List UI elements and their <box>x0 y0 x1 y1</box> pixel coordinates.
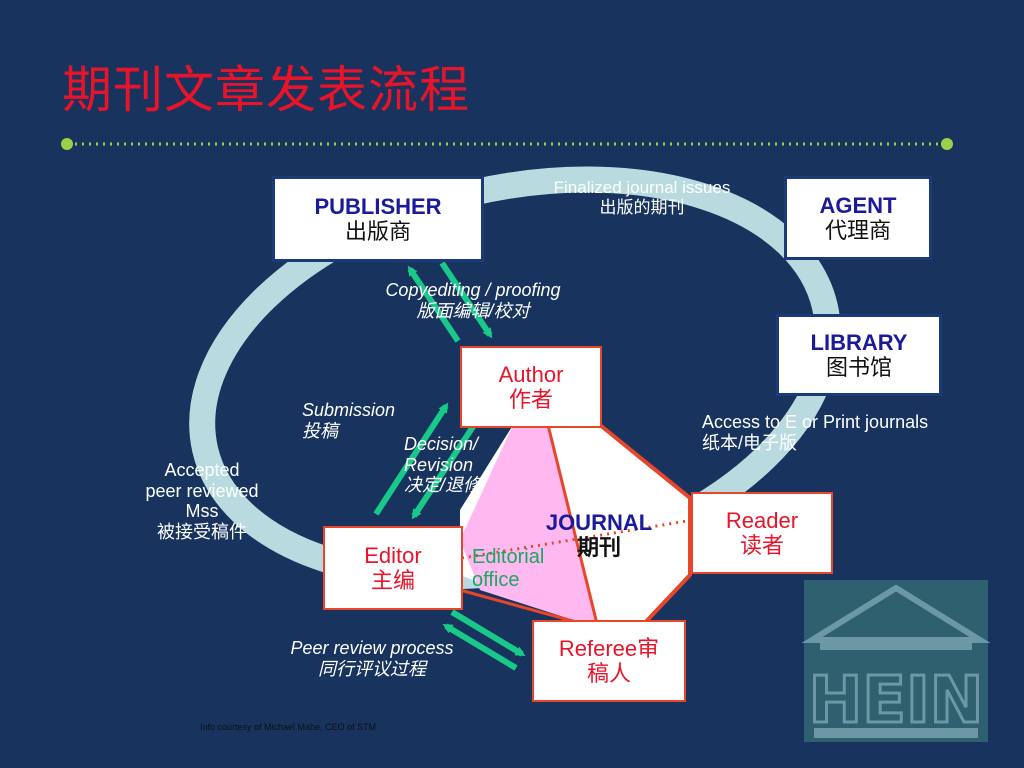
copyediting-label: Copyediting / proofing 版面编辑/校对 <box>358 280 588 321</box>
logo-base <box>814 728 978 738</box>
arrow-to-author-top <box>439 261 493 339</box>
logo-background <box>804 580 988 742</box>
footer-credit: Info courtesy of Michael Mabe, CEO of ST… <box>200 722 377 732</box>
journal-polygon-outline <box>598 423 692 630</box>
arrow-to-publisher <box>407 265 461 343</box>
journal-line1: JOURNAL <box>545 510 653 535</box>
journal-label: JOURNAL 期刊 <box>524 510 674 561</box>
arrow-to-editor <box>442 623 518 671</box>
reader-label: Reader <box>725 507 799 533</box>
agent-label: AGENT <box>819 192 897 218</box>
access-label: Access to E or Print journals 纸本/电子版 <box>702 412 928 453</box>
accepted-line1: Accepted <box>164 460 240 480</box>
reader-box[interactable]: Reader 读者 <box>691 492 833 574</box>
journal-line2: 期刊 <box>576 535 621 561</box>
agent-label-cn: 代理商 <box>824 218 891 243</box>
author-box[interactable]: Author 作者 <box>460 346 602 428</box>
editorial-office-area <box>460 425 598 628</box>
arrow-submission <box>373 402 449 516</box>
journal-divider <box>546 424 600 629</box>
editorial-office-label: Editorial office <box>472 546 544 592</box>
accepted-line2: peer reviewed <box>145 480 259 501</box>
access-line1: Access to E or Print journals <box>702 412 929 432</box>
editor-box[interactable]: Editor 主编 <box>323 526 463 610</box>
logo-lintel <box>820 640 972 650</box>
submission-line2: 投稿 <box>302 420 338 441</box>
agent-box[interactable]: AGENT 代理商 <box>784 176 932 260</box>
author-label-cn: 作者 <box>508 387 553 412</box>
editor-label: Editor <box>364 542 422 568</box>
referee-label: Referee审 <box>558 635 660 661</box>
slide-title: 期刊文章发表流程 <box>62 61 470 119</box>
decision-line2: Revision <box>404 454 474 475</box>
author-label: Author <box>498 361 564 387</box>
hein-logo: HEIN <box>801 580 991 742</box>
reader-label-cn: 读者 <box>739 533 784 558</box>
copyediting-line2: 版面编辑/校对 <box>416 300 530 321</box>
finalized-line1: Finalized journal issues <box>553 178 731 197</box>
library-label-cn: 图书馆 <box>825 355 892 380</box>
editor-label-cn: 主编 <box>370 568 415 593</box>
peer-review-label: Peer review process 同行评议过程 <box>262 638 482 679</box>
submission-label: Submission 投稿 <box>302 400 395 441</box>
decision-line1: Decision/ <box>404 434 479 454</box>
publisher-label-cn: 出版商 <box>344 219 411 244</box>
decision-line3: 决定/退修 <box>404 475 482 496</box>
divider-dot-right <box>941 138 953 150</box>
peer-review-line2: 同行评议过程 <box>318 658 426 679</box>
editorial-line1: Editorial <box>472 546 545 568</box>
referee-box[interactable]: Referee审 稿人 <box>532 620 686 702</box>
decision-label: Decision/ Revision 决定/退修 <box>404 434 481 496</box>
publisher-box[interactable]: PUBLISHER 出版商 <box>272 176 484 262</box>
library-box[interactable]: LIBRARY 图书馆 <box>776 314 942 396</box>
accepted-line3: Mss <box>185 501 219 522</box>
copyediting-line1: Copyediting / proofing <box>385 280 561 300</box>
logo-text: HEIN <box>809 664 984 738</box>
finalized-issues-label: Finalized journal issues 出版的期刊 <box>522 178 762 217</box>
library-label: LIBRARY <box>810 329 908 355</box>
editorial-line2: office <box>472 569 520 591</box>
finalized-line2: 出版的期刊 <box>599 197 685 217</box>
accepted-line4: 被接受稿件 <box>157 522 247 543</box>
arrow-to-referee <box>450 609 526 657</box>
divider-dot-left <box>61 138 73 150</box>
publisher-label: PUBLISHER <box>314 193 442 219</box>
submission-line1: Submission <box>302 400 396 420</box>
peer-review-line1: Peer review process <box>290 638 454 658</box>
referee-label-cn: 稿人 <box>586 661 631 686</box>
access-line2: 纸本/电子版 <box>702 432 798 453</box>
accepted-label: Accepted peer reviewed Mss 被接受稿件 <box>124 460 280 543</box>
